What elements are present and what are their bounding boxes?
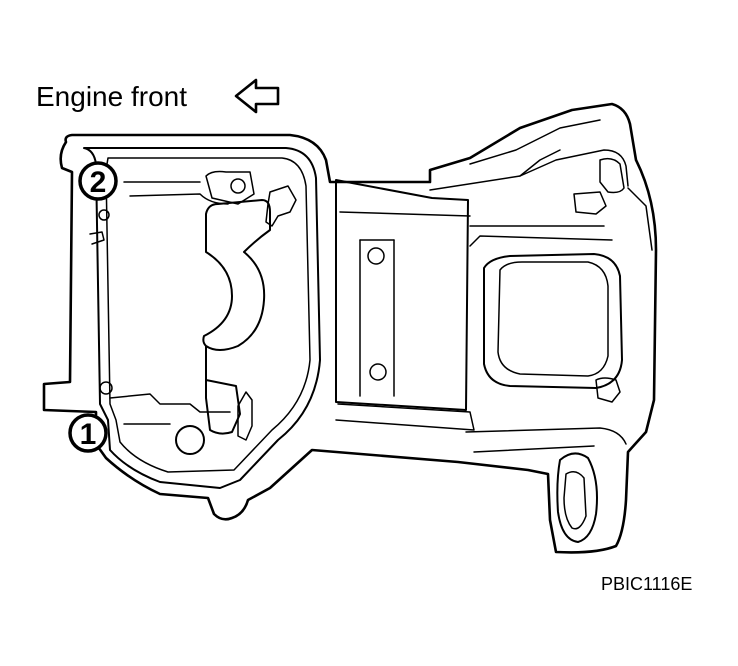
bolt-hole <box>98 209 110 221</box>
engine-front-label: Engine front <box>36 81 187 112</box>
callout-number: 2 <box>90 166 107 199</box>
callout-circle <box>78 161 118 201</box>
callout-number: 1 <box>80 418 97 451</box>
figure-code: PBIC1116E <box>601 574 692 594</box>
callout-circle <box>68 413 108 453</box>
callout-1: 1 <box>68 413 108 453</box>
oil-pan-outline <box>42 102 658 554</box>
drain-plug <box>175 425 205 455</box>
bolt-hole <box>230 178 246 194</box>
arrow-left-outline-icon <box>234 78 280 114</box>
callout-2: 2 <box>78 161 118 201</box>
bolt-hole <box>99 381 113 395</box>
